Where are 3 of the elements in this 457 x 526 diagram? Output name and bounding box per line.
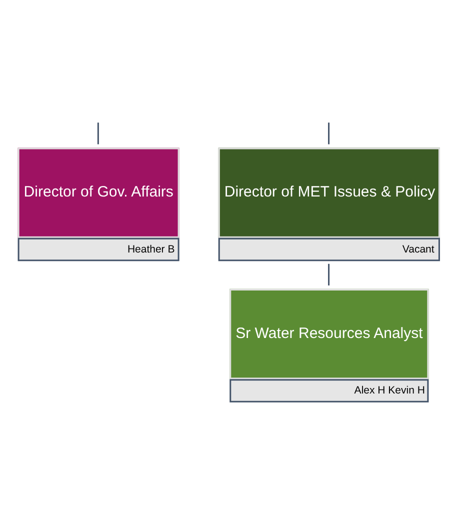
connector: [328, 263, 330, 285]
connector: [97, 122, 99, 144]
connector: [328, 122, 330, 144]
